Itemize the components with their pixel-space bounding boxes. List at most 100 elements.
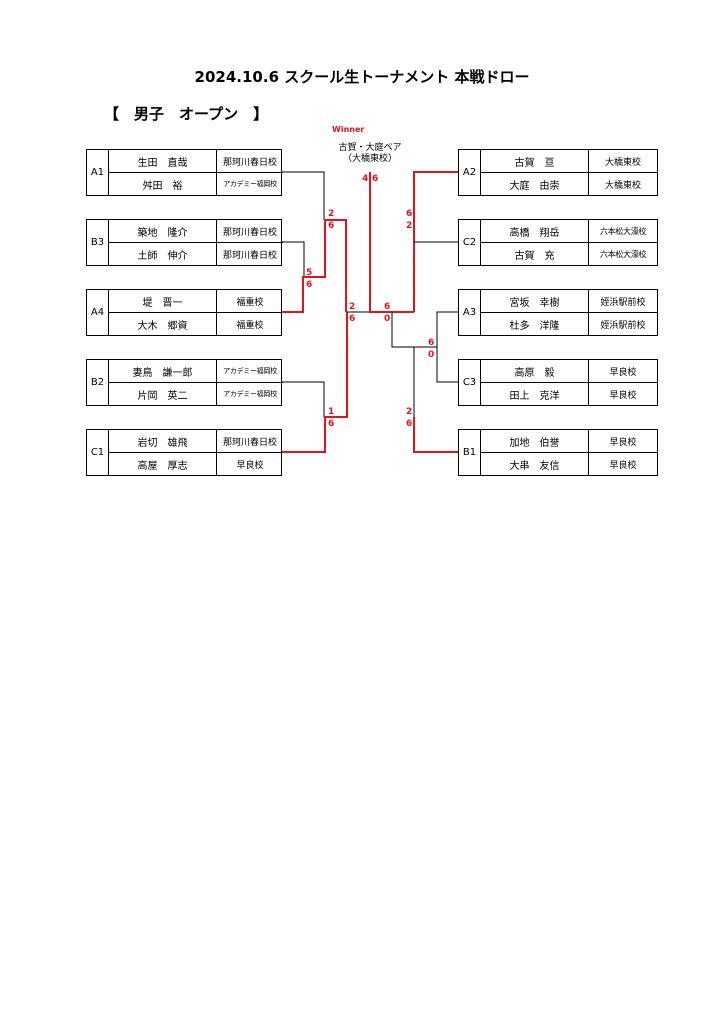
school-name: 福重校 <box>217 290 283 313</box>
seed-label: C3 <box>459 360 481 405</box>
score: 2 <box>328 209 335 219</box>
school-name: 姪浜駅前校 <box>589 290 657 313</box>
bracket-line-lose <box>391 312 414 348</box>
bracket-line-win <box>282 312 348 453</box>
player-names: 妻鳥 謙一郎 片岡 英二 <box>109 360 217 405</box>
player-names: 宮坂 幸樹 杜多 洋隆 <box>481 290 589 335</box>
team-entry-right-5: B1 加地 伯誉 大串 友信 早良校 早良校 <box>458 429 658 476</box>
player-name: 宮坂 幸樹 <box>481 290 588 313</box>
school-names: 早良校 早良校 <box>589 430 657 475</box>
winner-label: Winner <box>332 125 365 134</box>
school-name: 早良校 <box>589 360 657 383</box>
player-name: 加地 伯誉 <box>481 430 588 453</box>
school-name: 早良校 <box>236 460 264 471</box>
score: 6 <box>384 302 391 312</box>
school-names: 姪浜駅前校 姪浜駅前校 <box>589 290 657 335</box>
school-names: 那珂川春日校 アカデミー福岡校 <box>217 150 283 195</box>
player-names: 高原 毅 田上 克洋 <box>481 360 589 405</box>
player-name: 土師 伸介 <box>137 250 188 262</box>
school-name: 六本松大濠校 <box>599 249 647 259</box>
school-names: 那珂川春日校 早良校 <box>217 430 283 475</box>
school-name: 那珂川春日校 <box>222 250 277 261</box>
player-name: 大庭 由崇 <box>509 180 560 192</box>
score: 6 <box>306 280 313 290</box>
score: 2 <box>406 221 413 231</box>
team-entry-right-1: A2 古賀 亘 大庭 由崇 大橋東校 大橋東校 <box>458 149 658 196</box>
page-title: 2024.10.6 スクール生トーナメント 本戦ドロー <box>194 68 530 86</box>
player-names: 加地 伯誉 大串 友信 <box>481 430 589 475</box>
player-name: 妻鳥 謙一郎 <box>109 360 216 383</box>
bracket-line-win <box>369 172 392 313</box>
bracket-line-lose <box>436 311 458 347</box>
score: 2 <box>406 407 413 417</box>
player-names: 堤 晋一 大木 郷資 <box>109 290 217 335</box>
school-name: アカデミー福岡校 <box>223 390 277 398</box>
score: 6 <box>428 338 435 348</box>
score: 0 <box>384 314 391 324</box>
score: 0 <box>428 350 435 360</box>
school-names: 大橋東校 大橋東校 <box>589 150 657 195</box>
player-names: 築地 隆介 土師 伸介 <box>109 220 217 265</box>
bracket-line-win <box>413 417 458 453</box>
seed-label: C2 <box>459 220 481 265</box>
team-entry-left-2: B3 築地 隆介 土師 伸介 那珂川春日校 那珂川春日校 <box>86 219 283 266</box>
bracket-line-lose <box>282 241 305 277</box>
team-entry-left-4: B2 妻鳥 謙一郎 片岡 英二 アカデミー福岡校 アカデミー福岡校 <box>86 359 283 406</box>
school-name: 姪浜駅前校 <box>600 320 646 331</box>
score: 6 <box>406 209 413 219</box>
school-name: アカデミー福岡校 <box>217 360 283 383</box>
bracket-line-win <box>325 219 347 312</box>
category-heading: 【 男子 オープン 】 <box>104 105 269 123</box>
player-names: 生田 直哉 舛田 裕 <box>109 150 217 195</box>
player-names: 古賀 亘 大庭 由崇 <box>481 150 589 195</box>
player-names: 高橋 翔岳 古賀 充 <box>481 220 589 265</box>
score: 4 <box>362 174 369 184</box>
bracket-line-lose <box>282 381 325 417</box>
seed-label: A3 <box>459 290 481 335</box>
bracket-line-lose <box>413 346 458 417</box>
player-name: 堤 晋一 <box>109 290 216 313</box>
player-name: 田上 克洋 <box>509 390 560 402</box>
team-entry-right-3: A3 宮坂 幸樹 杜多 洋隆 姪浜駅前校 姪浜駅前校 <box>458 289 658 336</box>
player-name: 高屋 厚志 <box>137 460 188 472</box>
player-name: 高橋 翔岳 <box>481 220 588 243</box>
player-name: 岩切 雄飛 <box>109 430 216 453</box>
team-entry-left-3: A4 堤 晋一 大木 郷資 福重校 福重校 <box>86 289 283 336</box>
champion-name: 古賀・大庭ペア <box>338 143 402 153</box>
seed-label: A1 <box>87 150 109 195</box>
player-name: 舛田 裕 <box>142 180 183 192</box>
school-name: アカデミー福岡校 <box>223 180 277 188</box>
score: 6 <box>328 419 335 429</box>
school-name: 那珂川春日校 <box>217 220 283 243</box>
seed-label: B3 <box>87 220 109 265</box>
score: 1 <box>328 407 335 417</box>
player-name: 高原 毅 <box>481 360 588 383</box>
school-name: 福重校 <box>236 320 264 331</box>
score: 6 <box>406 419 413 429</box>
school-name: 早良校 <box>589 430 657 453</box>
champion-box: 古賀・大庭ペア （大橋東校） <box>330 143 410 165</box>
player-name: 古賀 亘 <box>481 150 588 173</box>
school-name: 那珂川春日校 <box>217 150 283 173</box>
champion-school: （大橋東校） <box>342 154 397 164</box>
player-name: 片岡 英二 <box>137 390 188 402</box>
score: 5 <box>306 268 313 278</box>
player-name: 大木 郷資 <box>137 320 188 332</box>
score: 2 <box>349 302 356 312</box>
seed-label: B2 <box>87 360 109 405</box>
team-entry-right-2: C2 高橋 翔岳 古賀 充 六本松大濠校 六本松大濠校 <box>458 219 658 266</box>
score: 6 <box>372 174 379 184</box>
school-names: 那珂川春日校 那珂川春日校 <box>217 220 283 265</box>
school-name: 那珂川春日校 <box>217 430 283 453</box>
seed-label: B1 <box>459 430 481 475</box>
score: 6 <box>328 221 335 231</box>
player-name: 大串 友信 <box>509 460 560 472</box>
bracket-line-win <box>413 171 458 312</box>
school-name: 六本松大濠校 <box>589 220 657 243</box>
player-name: 築地 隆介 <box>109 220 216 243</box>
school-name: 大橋東校 <box>604 180 641 191</box>
seed-label: A2 <box>459 150 481 195</box>
player-name: 生田 直哉 <box>109 150 216 173</box>
bracket-line-win <box>282 220 326 313</box>
